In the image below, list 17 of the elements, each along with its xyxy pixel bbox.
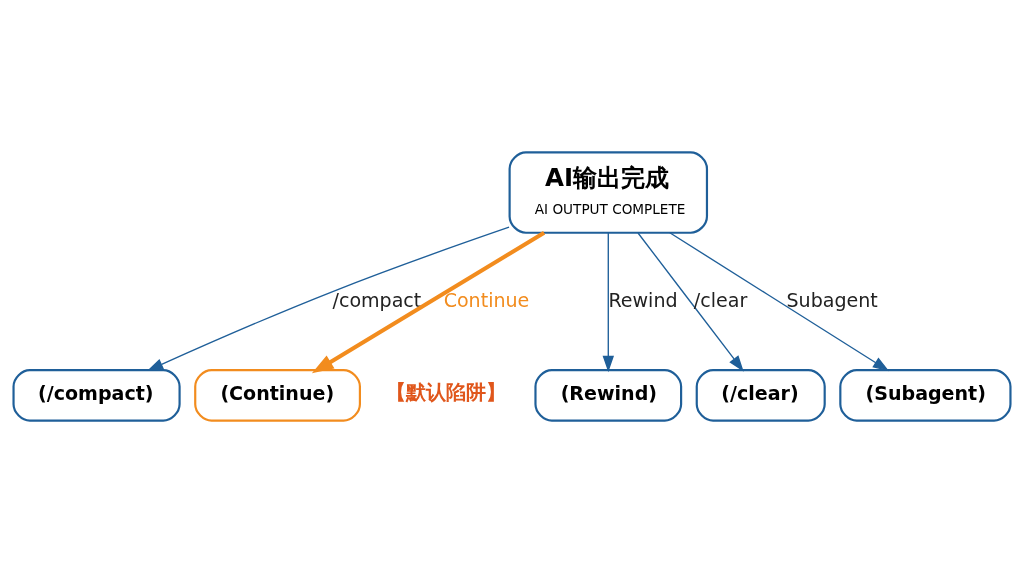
node-label: 【默认陷阱】 (385, 379, 506, 404)
node-box: AI输出完成 AI OUTPUT COMPLETE (508, 150, 709, 234)
edge-label: /compact (332, 288, 422, 311)
node-box: (/compact) (12, 368, 181, 422)
edge-label: Rewind (608, 288, 678, 311)
arrow (146, 226, 510, 371)
edge-label: Continue (443, 288, 530, 311)
arrow (311, 230, 546, 373)
node-box: (Continue) (194, 368, 361, 422)
node-box: (/clear) (695, 368, 826, 422)
arrow (602, 231, 614, 372)
arrow (637, 231, 744, 372)
arrow (669, 231, 890, 371)
edge-label: Subagent (786, 288, 878, 311)
node-box: (Rewind) (534, 368, 683, 422)
edge-label: /clear (693, 288, 748, 311)
node-box: (Subagent) (839, 368, 1012, 422)
